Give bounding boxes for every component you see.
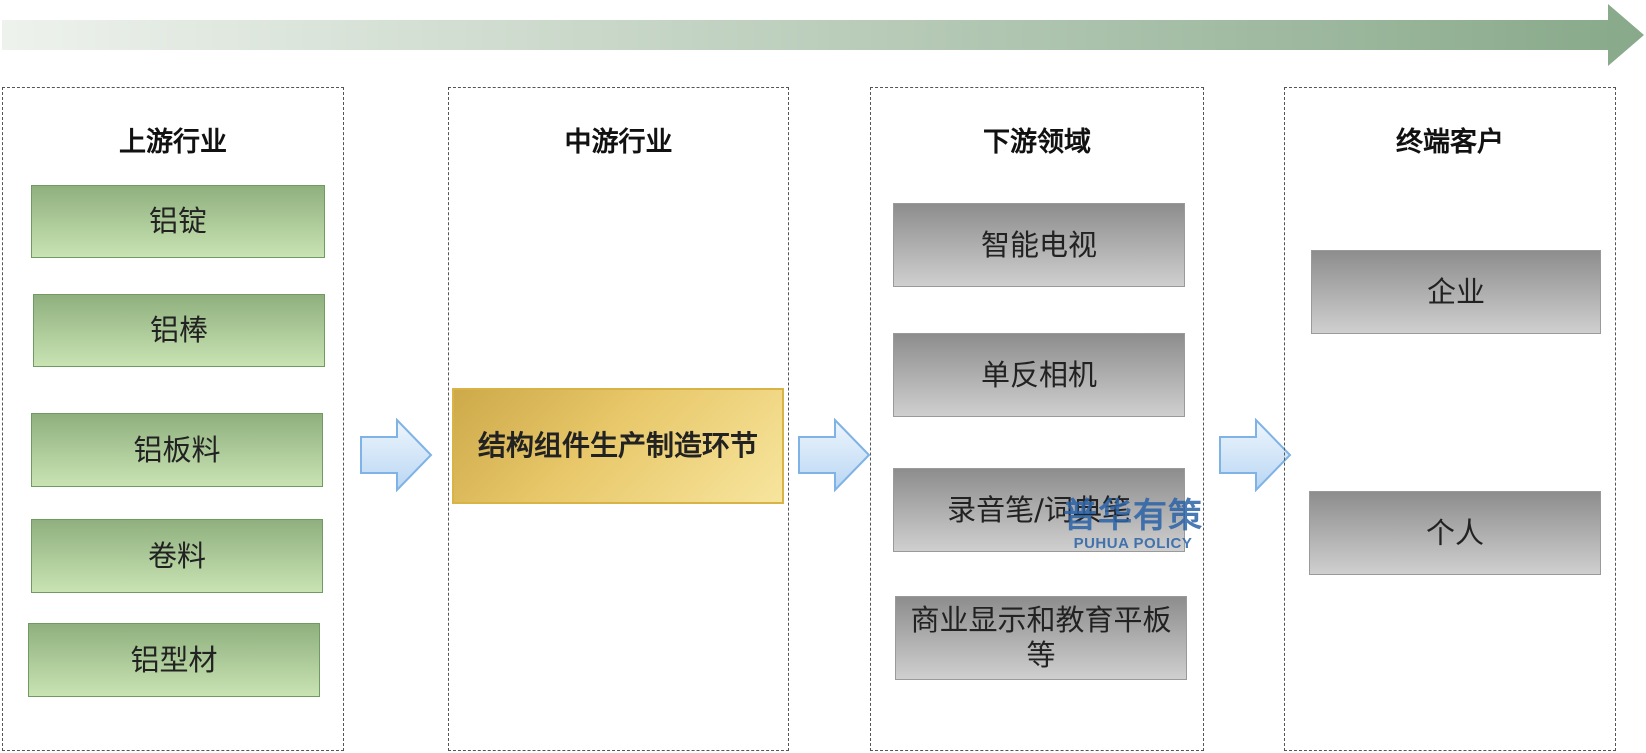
midstream-item-manufacturing: 结构组件生产制造环节 — [452, 388, 784, 504]
flow-arrow-icon — [798, 418, 871, 492]
downstream-item-recorder-pen: 录音笔/词典笔 — [893, 468, 1185, 552]
upstream-title: 上游行业 — [119, 127, 227, 158]
top-progress-arrow-icon — [2, 4, 1644, 66]
watermark-logo: 普华有策 PUHUA POLICY — [1058, 488, 1208, 552]
midstream-column: 中游行业 结构组件生产制造环节 — [448, 87, 789, 751]
watermark-cn: 普华有策 — [1063, 496, 1203, 536]
flow-arrow-icon — [360, 418, 433, 492]
downstream-column: 下游领域 智能电视 单反相机 录音笔/词典笔 商业显示和教育平板等 — [870, 87, 1204, 751]
downstream-item-commercial-display: 商业显示和教育平板等 — [895, 596, 1187, 680]
downstream-title: 下游领域 — [983, 127, 1091, 158]
upstream-item-coil: 卷料 — [31, 519, 323, 593]
downstream-item-slr-camera: 单反相机 — [893, 333, 1185, 417]
end-customer-item-enterprise: 企业 — [1311, 250, 1601, 334]
upstream-item-aluminum-rod: 铝棒 — [33, 294, 325, 367]
upstream-item-aluminum-sheet: 铝板料 — [31, 413, 323, 487]
upstream-item-aluminum-ingot: 铝锭 — [31, 185, 325, 258]
upstream-column: 上游行业 铝锭 铝棒 铝板料 卷料 铝型材 — [2, 87, 344, 751]
watermark-en: PUHUA POLICY — [1073, 535, 1193, 552]
midstream-title: 中游行业 — [564, 127, 673, 158]
flow-arrow-icon — [1219, 418, 1292, 492]
end-customer-column: 终端客户 企业 个人 — [1284, 87, 1616, 751]
upstream-item-aluminum-profile: 铝型材 — [28, 623, 320, 697]
downstream-item-smart-tv: 智能电视 — [893, 203, 1185, 287]
end-customer-title: 终端客户 — [1396, 127, 1504, 158]
end-customer-item-individual: 个人 — [1309, 491, 1601, 575]
